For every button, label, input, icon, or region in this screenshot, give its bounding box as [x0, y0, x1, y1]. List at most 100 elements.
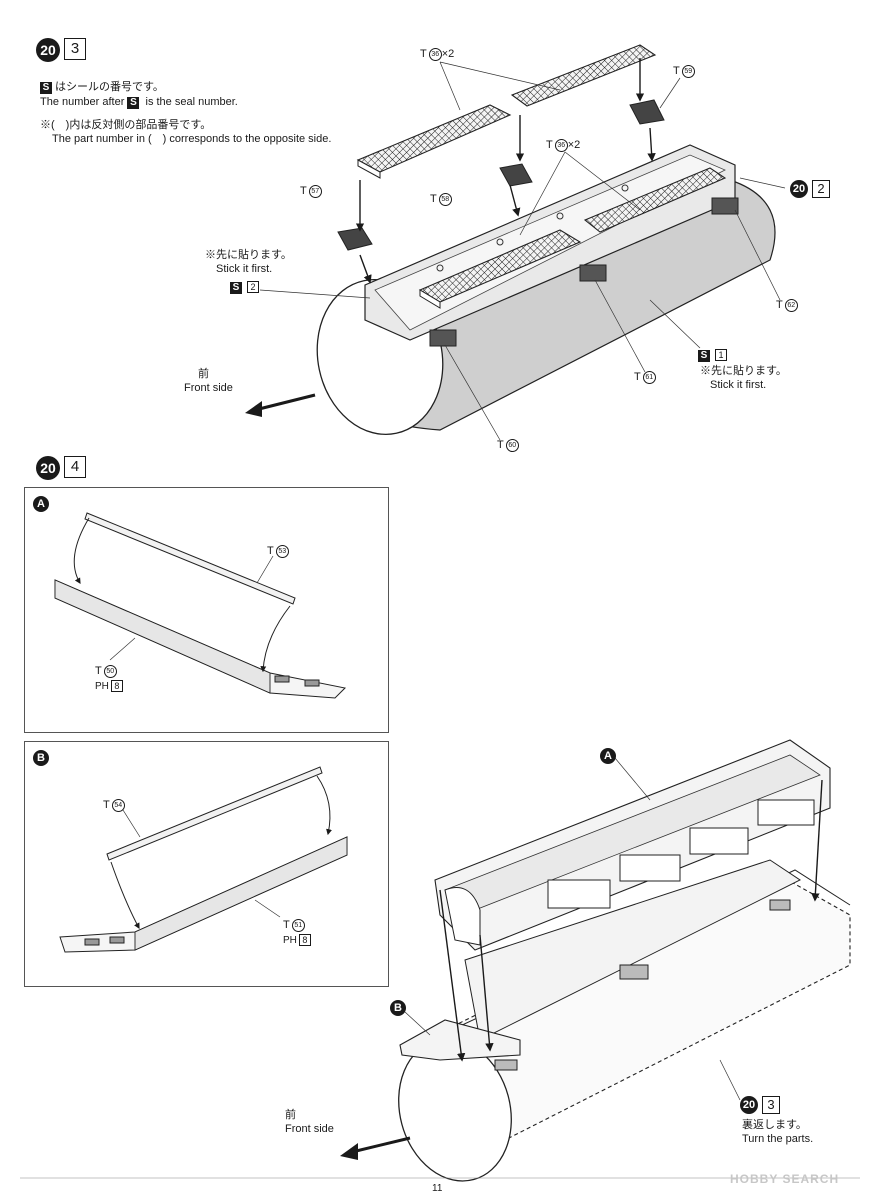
panel-a-illustration [54, 512, 347, 699]
side-frame-a [434, 739, 831, 951]
step4-sub-number: 4 [64, 456, 86, 478]
opposite-note-en: The part number in ( ) corresponds to th… [52, 133, 332, 145]
turn-parts-en: Turn the parts. [742, 1133, 814, 1145]
label-t50-num: 50 [103, 665, 117, 678]
panel-a-ph-num: 8 [110, 680, 123, 692]
stick-first-left-jp: ※先に貼ります。 [205, 249, 292, 261]
label-t54-num: 54 [111, 799, 125, 812]
panel-b-ph-num: 8 [298, 934, 311, 946]
panel-a-marker: A [33, 496, 49, 512]
front-label-jp: 前 [198, 368, 209, 380]
step-sub-number: 3 [64, 38, 86, 60]
label-t53-num: 53 [275, 545, 289, 558]
label-t36-mid-suffix: ×2 [567, 139, 581, 151]
step-t61-installed [579, 264, 607, 282]
ref-step-number-badge: 20 [790, 180, 808, 198]
walkway-plate-t36-left [356, 104, 512, 179]
seal-s-chip-inline: S [127, 97, 140, 109]
walkway-plate-t36-right [510, 44, 657, 107]
final-leader-lines [404, 757, 741, 1101]
watermark: HOBBY SEARCH [730, 1172, 840, 1186]
seal-note-jp-text: はシールの番号です。 [55, 81, 164, 93]
panel-b-illustration [59, 766, 348, 953]
step-t58 [499, 163, 533, 187]
turn-parts-jp: 裏返します。 [742, 1119, 807, 1131]
label-t59-prefix: T [673, 65, 680, 77]
label-t57-prefix: T [300, 185, 307, 197]
stick-first-left-en: Stick it first. [216, 263, 273, 275]
final-front-label-en: Front side [285, 1123, 334, 1135]
tank-body-inverted [398, 859, 851, 1182]
panel-a-ph-text: PH [95, 681, 109, 692]
seal-s-chip: S [40, 82, 52, 94]
label-t50-prefix: T [95, 665, 102, 677]
page-number: 11 [432, 1183, 443, 1194]
seal-1-num: 1 [715, 349, 727, 361]
seal-note-en-suffix: is the seal number. [145, 96, 238, 108]
label-t36-mid-num: 36 [554, 139, 568, 152]
step-number-badge: 20 [36, 38, 60, 62]
stick-first-right-en: Stick it first. [710, 379, 767, 391]
label-t62-prefix: T [776, 299, 783, 311]
opposite-note-jp: ※( )内は反対側の部品番号です。 [40, 119, 212, 131]
label-t36-top-suffix: ×2 [441, 48, 455, 60]
step-t59 [629, 99, 665, 125]
assembly-arrows [355, 58, 656, 284]
label-t53-prefix: T [267, 545, 274, 557]
ref-step-sub-number: 2 [812, 180, 830, 198]
step-t62-installed [711, 197, 739, 215]
final-ref-step-number-badge: 20 [740, 1096, 758, 1114]
final-front-label-jp: 前 [285, 1109, 296, 1121]
seal-note-en-prefix: The number after [40, 96, 125, 108]
final-assembly-arrows [439, 779, 823, 1062]
label-t60-prefix: T [497, 439, 504, 451]
label-t36-top-num: 36 [428, 48, 442, 61]
step4-number-badge: 20 [36, 456, 60, 480]
final-ref-step-sub-number: 3 [762, 1096, 780, 1114]
step-t57 [337, 227, 373, 251]
stick-first-right-jp: ※先に貼ります。 [700, 365, 787, 377]
label-t58-prefix: T [430, 193, 437, 205]
label-t36-top-prefix: T [420, 48, 427, 60]
label-t62-num: 62 [784, 299, 798, 312]
walkway-plate-installed-right [583, 167, 727, 233]
seal-2-letter: S [230, 282, 242, 294]
leader-lines [259, 61, 786, 441]
label-t57-num: 57 [308, 185, 322, 198]
final-front-arrow [340, 1136, 411, 1160]
seal-1-letter: S [698, 350, 710, 362]
front-arrow [245, 393, 316, 417]
label-t61-prefix: T [634, 371, 641, 383]
label-t51-num: 51 [291, 919, 305, 932]
label-t60-num: 60 [505, 439, 519, 452]
final-marker-b: B [390, 1000, 406, 1016]
walkway-plate-installed-left [418, 229, 582, 309]
label-t51-prefix: T [283, 919, 290, 931]
step-t60-installed [429, 329, 457, 347]
seal-note-en: The number after S is the seal number. [40, 95, 238, 109]
final-marker-a: A [600, 748, 616, 764]
label-t58-num: 58 [438, 193, 452, 206]
label-t36-mid-prefix: T [546, 139, 553, 151]
label-t61-num: 61 [642, 371, 656, 384]
